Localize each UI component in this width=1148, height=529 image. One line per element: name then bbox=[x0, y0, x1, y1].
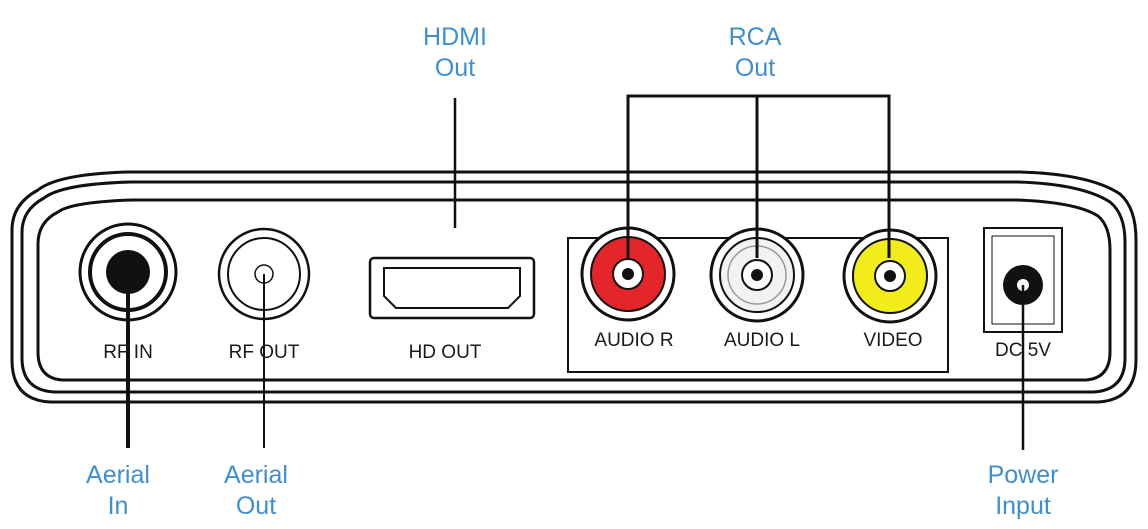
housing-outer-outline bbox=[10, 170, 1138, 404]
aerial-out-callout: Aerial Out bbox=[206, 460, 306, 522]
dc-label: DC 5V bbox=[995, 340, 1051, 361]
hdmi-out-callout: HDMI Out bbox=[405, 22, 505, 84]
video-label: VIDEO bbox=[863, 330, 922, 351]
audio-r-label: AUDIO R bbox=[594, 330, 673, 351]
rf-in-label: RF IN bbox=[103, 342, 153, 363]
audio-l-label: AUDIO L bbox=[724, 330, 800, 351]
hdmi-port bbox=[368, 256, 536, 320]
device-housing bbox=[10, 170, 1138, 404]
aerial-in-callout-line2: In bbox=[107, 492, 129, 520]
hdmi-out-callout-line1: HDMI bbox=[423, 23, 487, 51]
video-jack bbox=[842, 228, 938, 324]
audio-l-jack bbox=[709, 227, 805, 323]
hd-out-label: HD OUT bbox=[409, 342, 482, 363]
hdmi-out-callout-line2: Out bbox=[434, 54, 476, 82]
power-input-callout-line2: Input bbox=[995, 492, 1051, 520]
aerial-out-callout-line1: Aerial bbox=[224, 461, 288, 489]
aerial-out-callout-line2: Out bbox=[235, 492, 277, 520]
audio-r-jack bbox=[580, 226, 676, 322]
rca-out-callout-line1: RCA bbox=[728, 23, 782, 51]
power-input-callout-line1: Power bbox=[987, 461, 1059, 489]
callout-lines bbox=[126, 94, 1025, 450]
power-input-callout: Power Input bbox=[958, 460, 1088, 522]
panel-outline bbox=[36, 198, 1112, 382]
rca-out-callout: RCA Out bbox=[705, 22, 805, 84]
housing-inner-outline bbox=[20, 180, 1127, 394]
rca-out-callout-line2: Out bbox=[734, 54, 776, 82]
aerial-in-callout: Aerial In bbox=[68, 460, 168, 522]
aerial-in-callout-line1: Aerial bbox=[86, 461, 150, 489]
rf-out-label: RF OUT bbox=[229, 342, 300, 363]
rca-leader-bracket bbox=[626, 94, 891, 258]
